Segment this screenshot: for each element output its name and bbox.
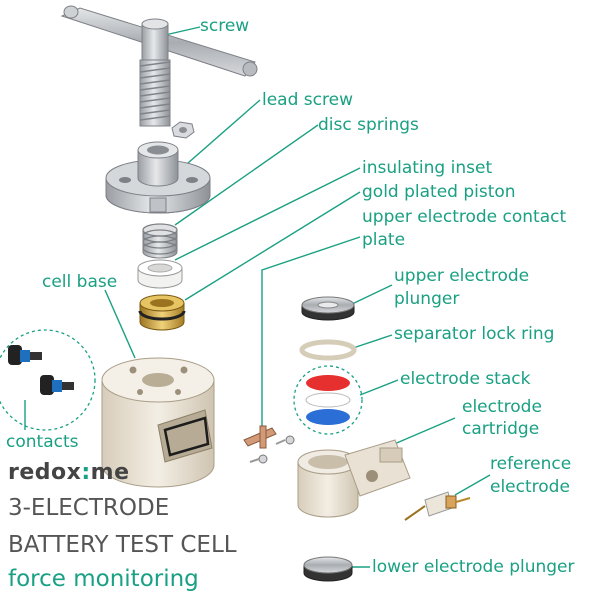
brand-logo: redox:me — [8, 460, 130, 485]
label-disc-springs: disc springs — [318, 115, 419, 135]
brand-mark: : — [81, 460, 91, 485]
contacts-part — [0, 329, 96, 431]
cartridge-part — [297, 439, 411, 518]
cell-base-part — [101, 357, 215, 488]
label-cell-base: cell base — [42, 272, 118, 292]
title-line-1: 3-ELECTRODE — [8, 495, 170, 521]
label-upper-contact-plate-line2: plate — [362, 230, 406, 250]
label-upper-contact-plate-line1: upper electrode contact — [362, 207, 567, 227]
contact-plate-part — [243, 425, 295, 464]
screw-part — [60, 5, 258, 127]
nut-part — [171, 121, 195, 139]
leader-contact-plate — [261, 236, 361, 435]
label-upper-plunger-line1: upper electrode — [394, 266, 530, 286]
leader-reference — [454, 474, 491, 496]
label-insulating-inset: insulating inset — [362, 158, 493, 178]
label-electrode-stack: electrode stack — [400, 369, 531, 389]
label-reference-electrode-line2: electrode — [490, 477, 570, 497]
label-screw: screw — [200, 16, 250, 36]
insulating-inset-part — [137, 259, 183, 289]
label-gold-plated-piston: gold plated piston — [362, 182, 516, 202]
label-lower-electrode-plunger: lower electrode plunger — [372, 557, 575, 577]
label-electrode-cartridge-line2: cartridge — [462, 419, 540, 439]
brand-part-1: redox — [8, 460, 82, 485]
disc-springs-part — [142, 223, 178, 259]
leader-gold-piston — [184, 191, 361, 301]
subtitle: force monitoring — [8, 566, 199, 592]
brand-part-2: me — [90, 460, 130, 485]
leader-insulating-inset — [174, 167, 361, 261]
leader-cell-base — [104, 289, 136, 359]
leader-disc-springs — [174, 124, 319, 226]
label-separator-lock-ring: separator lock ring — [394, 324, 555, 344]
lead-screw-part — [105, 141, 211, 214]
lower-plunger-part — [303, 556, 353, 582]
electrode-stack-part — [293, 365, 363, 435]
leader-separator-ring — [352, 334, 393, 349]
label-upper-plunger-line2: plunger — [394, 289, 460, 309]
title-line-2: BATTERY TEST CELL — [8, 532, 237, 558]
leader-electrode-stack — [359, 379, 399, 396]
leader-lead-screw — [179, 99, 261, 171]
label-electrode-cartridge-line1: electrode — [462, 397, 542, 417]
label-lead-screw: lead screw — [262, 90, 353, 110]
label-contacts: contacts — [6, 432, 79, 452]
upper-plunger-part — [301, 296, 355, 321]
separator-ring-part — [299, 339, 357, 361]
reference-electrode-part — [404, 491, 471, 521]
leader-screw — [164, 26, 201, 36]
leader-upper-plunger — [349, 284, 393, 306]
label-reference-electrode-line1: reference — [490, 454, 572, 474]
gold-piston-part — [138, 294, 186, 331]
